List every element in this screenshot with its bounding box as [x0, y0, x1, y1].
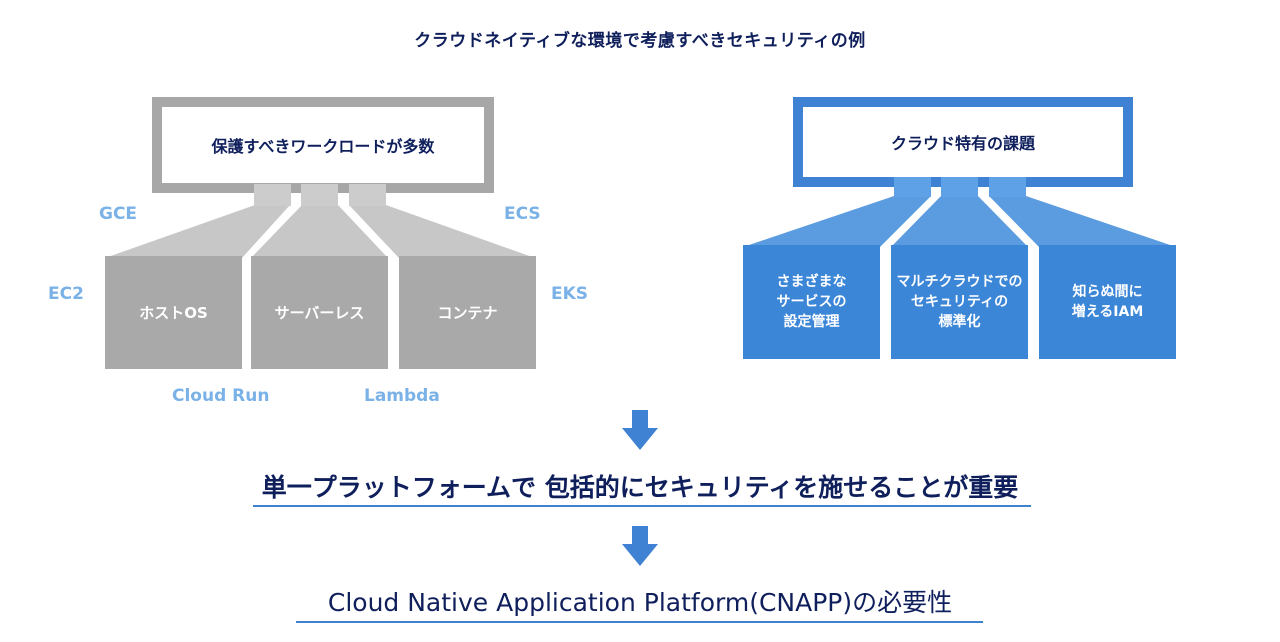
label-lambda: Lambda — [364, 386, 440, 406]
funnel-right-2 — [891, 196, 1028, 247]
box-host-os: ホストOS — [105, 256, 242, 369]
underline-2 — [296, 621, 983, 623]
tab-right-2 — [941, 177, 978, 197]
statement-cnapp-text: Cloud Native Application Platform(CNAPP)… — [327, 588, 953, 617]
underline-1 — [253, 505, 1031, 507]
funnel-right-1 — [743, 196, 931, 247]
statement-cnapp: Cloud Native Application Platform(CNAPP)… — [0, 583, 1280, 619]
workloads-header: 保護すべきワークロードが多数 — [152, 97, 494, 193]
statement-single-platform: 単一プラットフォームで 包括的にセキュリティを施せることが重要 — [0, 468, 1280, 504]
box-config-management: さまざまな サービスの 設定管理 — [743, 245, 880, 359]
funnel-right-3 — [989, 196, 1176, 247]
down-arrow-icon — [622, 410, 658, 450]
label-cloud-run: Cloud Run — [172, 386, 270, 406]
tab-right-1 — [894, 177, 931, 197]
tab-left-3 — [349, 184, 386, 206]
diagram-title: クラウドネイティブな環境で考慮すべきセキュリティの例 — [414, 31, 866, 51]
box-multicloud-standardization: マルチクラウドでの セキュリティの 標準化 — [891, 245, 1028, 359]
cloud-issues-header: クラウド特有の課題 — [793, 97, 1133, 187]
label-gce: GCE — [99, 204, 138, 224]
funnel-left-1 — [105, 205, 290, 258]
box-serverless: サーバーレス — [251, 256, 388, 369]
label-ec2: EC2 — [48, 284, 84, 304]
tab-right-3 — [989, 177, 1026, 197]
tab-left-1 — [254, 184, 291, 206]
tab-left-2 — [301, 184, 338, 206]
funnel-left-2 — [251, 205, 388, 258]
box-container: コンテナ — [399, 256, 536, 369]
label-eks: EKS — [551, 284, 589, 304]
statement-single-platform-text: 単一プラットフォームで 包括的にセキュリティを施せることが重要 — [261, 473, 1019, 502]
funnel-left-3 — [349, 205, 535, 258]
box-iam-growth: 知らぬ間に 増えるIAM — [1039, 245, 1176, 359]
label-ecs: ECS — [504, 204, 541, 224]
down-arrow-icon-2 — [622, 526, 658, 566]
